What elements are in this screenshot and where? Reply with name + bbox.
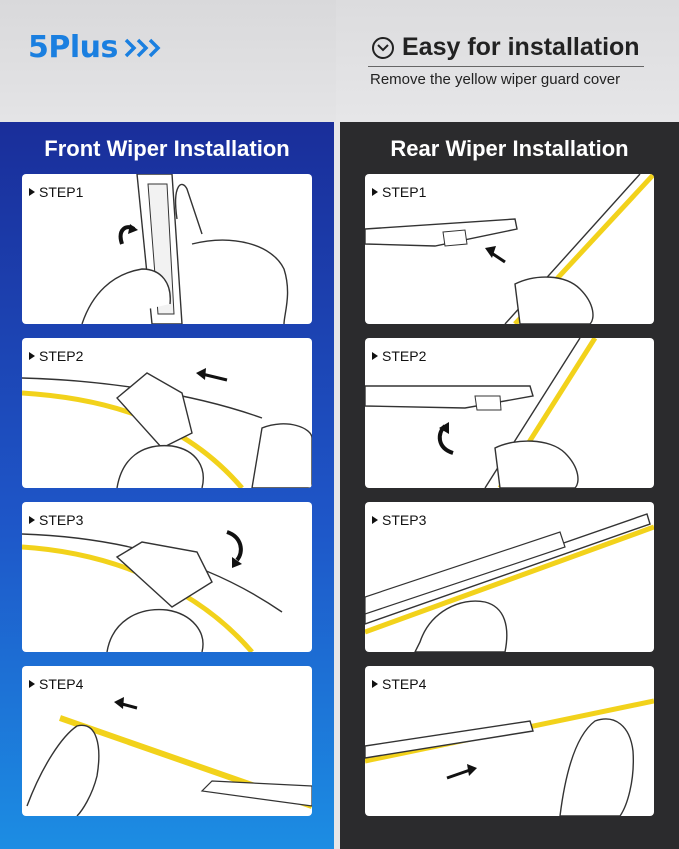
front-step4-card: STEP4 <box>22 666 312 816</box>
rear-step2-illustration <box>365 338 598 488</box>
rear-step1-card: STEP1 <box>365 174 654 324</box>
front-step3-card: STEP3 <box>22 502 312 652</box>
rear-step4-card: STEP4 <box>365 666 654 816</box>
play-icon <box>372 352 378 360</box>
rear-step1-illustration <box>365 174 654 324</box>
installation-note <box>336 0 679 122</box>
play-icon <box>29 352 35 360</box>
front-step2-illustration <box>22 368 312 488</box>
install-title-text: Easy for installation <box>402 33 640 61</box>
brand-name: 5Plus <box>28 30 118 65</box>
front-step2-card: STEP2 <box>22 338 312 488</box>
step-label: STEP4 <box>372 676 426 692</box>
front-wiper-panel: Front Wiper Installation STEP1 STEP2 STE… <box>0 122 334 849</box>
play-icon <box>372 516 378 524</box>
front-step1-card: STEP1 <box>22 174 312 324</box>
front-panel-title: Front Wiper Installation <box>44 136 290 161</box>
play-icon <box>372 680 378 688</box>
install-title: Easy for installation <box>372 33 640 62</box>
rear-step3-illustration <box>365 513 654 652</box>
play-icon <box>29 188 35 196</box>
step-label: STEP1 <box>29 184 83 200</box>
divider <box>368 66 644 67</box>
install-subtitle: Remove the yellow wiper guard cover <box>370 71 621 88</box>
step-label: STEP3 <box>372 512 426 528</box>
step-label: STEP2 <box>29 348 83 364</box>
rear-wiper-panel: Rear Wiper Installation STEP1 STEP2 STEP… <box>340 122 679 849</box>
play-icon <box>29 516 35 524</box>
brand-area: 5Plus <box>0 0 336 122</box>
front-step3-illustration <box>22 530 283 652</box>
step-label: STEP4 <box>29 676 83 692</box>
front-step4-illustration <box>26 697 312 816</box>
header: 5Plus Easy for installation Remove the y… <box>0 0 679 122</box>
step-label: STEP3 <box>29 512 83 528</box>
rear-step3-card: STEP3 <box>365 502 654 652</box>
rear-step2-card: STEP2 <box>365 338 654 488</box>
rear-panel-title: Rear Wiper Installation <box>390 136 629 161</box>
check-circle-icon <box>372 36 394 59</box>
play-icon <box>372 188 378 196</box>
play-icon <box>29 680 35 688</box>
rear-step4-illustration <box>365 698 654 816</box>
step-label: STEP2 <box>372 348 426 364</box>
step-label: STEP1 <box>372 184 426 200</box>
front-step1-illustration <box>81 174 289 324</box>
chevrons-icon <box>124 38 161 57</box>
brand-logo: 5Plus <box>28 30 164 65</box>
